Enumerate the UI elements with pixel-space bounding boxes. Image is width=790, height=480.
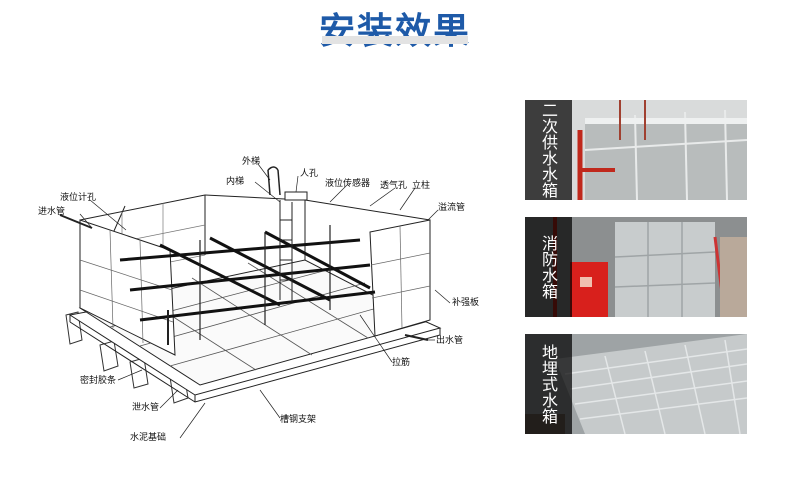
label-concrete-base: 水泥基础 [130, 431, 166, 443]
inner-ladder [279, 200, 293, 302]
label-sealing-strip: 密封胶条 [80, 374, 116, 386]
label-drain-pipe: 泄水管 [132, 401, 159, 413]
label-steel-frame: 槽钢支架 [280, 413, 316, 425]
tank-structure-diagram: 外梯 人孔 内梯 液位传感器 透气孔 立柱 液位计孔 进水管 溢流管 补强板 出… [30, 140, 500, 460]
photo-tag: 地埋式水箱 [525, 334, 572, 434]
right-wall [369, 219, 431, 337]
label-inlet-pipe: 进水管 [38, 205, 65, 217]
label-outer-ladder: 外梯 [242, 155, 260, 167]
outer-ladder [267, 166, 281, 196]
inlet-pipe-line [59, 214, 93, 229]
label-manhole: 人孔 [300, 168, 318, 179]
outlet-pipe-line [404, 334, 429, 341]
photo-secondary-water-supply-tank: 二次供水水箱 [525, 100, 747, 200]
photo-tag: 二次供水水箱 [525, 100, 572, 200]
label-reinforcing-plate: 补强板 [452, 296, 479, 308]
photo-tag: 消防水箱 [525, 217, 572, 317]
label-outlet-pipe: 出水管 [436, 334, 463, 346]
columns [199, 225, 331, 340]
page-title: 安装效果 [318, 11, 471, 52]
label-vent-hole: 透气孔 [380, 179, 407, 191]
title-underline [322, 36, 468, 44]
label-level-sensor: 液位传感器 [325, 177, 370, 189]
label-inner-ladder: 内梯 [226, 175, 244, 187]
photo-fire-water-tank: 消防水箱 [525, 217, 747, 317]
manhole [284, 191, 308, 201]
label-column: 立柱 [412, 179, 430, 191]
label-level-gauge-hole: 液位计孔 [60, 191, 96, 203]
photo-underground-water-tank: 地埋式水箱 [525, 334, 747, 434]
label-tie-bar: 拉筋 [392, 356, 410, 368]
label-overflow-pipe: 溢流管 [438, 201, 465, 213]
